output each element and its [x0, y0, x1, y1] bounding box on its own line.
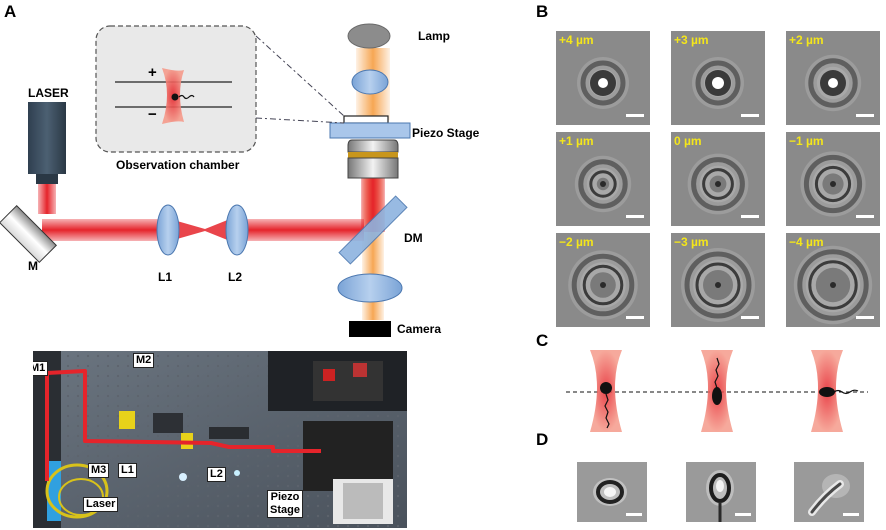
- bacterium-diffraction-pattern: [568, 250, 638, 320]
- focus-image-tile: −4 µm: [786, 233, 880, 327]
- photo-label-l1: L1: [118, 463, 137, 478]
- bacterium-diffraction-pattern: [692, 57, 744, 109]
- lens-l1-label: L1: [158, 270, 173, 284]
- lens-l1: [156, 204, 180, 256]
- bacterium-1-graphic: [593, 478, 627, 506]
- tube-lens: [337, 273, 403, 303]
- observation-chamber-label: Observation chamber: [116, 158, 240, 172]
- piezo-stage-block: [329, 122, 411, 139]
- plus-electrode-label: +: [148, 64, 157, 81]
- sample-slide: [343, 115, 389, 124]
- scale-bar: [741, 114, 759, 117]
- scale-bar: [741, 215, 759, 218]
- panel-letter-d: D: [536, 430, 549, 449]
- bacterium-3-graphic: [808, 474, 850, 516]
- mirror-m: [0, 205, 57, 263]
- bacterium-image-2: [686, 462, 756, 522]
- trapped-bacterium: [171, 93, 179, 101]
- laser-aperture: [36, 174, 58, 184]
- lens-l2: [225, 204, 249, 256]
- focus-image-tile: +3 µm: [671, 31, 765, 125]
- laser-beam-segment-1: [42, 219, 160, 241]
- inset-leader-upper: [255, 35, 345, 117]
- bacterium-diffraction-pattern: [804, 54, 862, 112]
- camera: [349, 321, 391, 337]
- scale-bar-d2: [735, 513, 751, 516]
- bacterium-diffraction-pattern: [574, 155, 632, 213]
- focus-image-tile: +2 µm: [786, 31, 880, 125]
- inset-leader-lower: [255, 117, 345, 124]
- bacterium-2-graphic: [706, 470, 734, 522]
- beam-focus-right: [205, 219, 230, 241]
- focus-image-tile: −1 µm: [786, 132, 880, 226]
- flagellum: [178, 94, 195, 100]
- focus-offset-label: +1 µm: [559, 134, 594, 148]
- panel-letter-b: B: [536, 2, 549, 21]
- focus-offset-label: −2 µm: [559, 235, 594, 249]
- photo-label-m2: M2: [133, 353, 155, 368]
- objective-top: [347, 139, 399, 153]
- panel-letter-a: A: [4, 2, 17, 21]
- focus-offset-label: 0 µm: [674, 134, 702, 148]
- photo-label-m1: M1: [33, 361, 49, 376]
- photo-label-laser: Laser: [83, 497, 119, 512]
- focus-image-tile: 0 µm: [671, 132, 765, 226]
- scale-bar: [626, 114, 644, 117]
- trap-configuration-3: [811, 350, 859, 432]
- trap-configuration-1: [590, 350, 622, 432]
- piezo-stage-label: Piezo Stage: [412, 126, 480, 140]
- camera-label: Camera: [397, 322, 442, 336]
- minus-electrode-label: −: [148, 106, 157, 123]
- lamp: [347, 23, 391, 49]
- focus-image-tile: +1 µm: [556, 132, 650, 226]
- laser-label: LASER: [28, 86, 69, 100]
- focus-offset-label: +4 µm: [559, 33, 594, 47]
- photo-label-piezo-stage: Piezo Stage: [267, 490, 303, 518]
- dichroic-mirror-label: DM: [404, 231, 423, 245]
- condenser-lens: [351, 69, 389, 95]
- lamp-label: Lamp: [418, 29, 451, 43]
- scale-bar: [626, 316, 644, 319]
- focus-offset-label: +3 µm: [674, 33, 709, 47]
- photo-label-l2: L2: [207, 467, 226, 482]
- scale-bar: [626, 215, 644, 218]
- laser-beam-segment-2: [240, 219, 364, 241]
- objective-band: [348, 152, 398, 158]
- scale-bar-d1: [626, 513, 642, 516]
- objective-body: [347, 157, 399, 179]
- bacterium-diffraction-pattern: [577, 57, 629, 109]
- scale-bar: [856, 215, 874, 218]
- bacterium-image-1: [577, 462, 647, 522]
- lens-l2-label: L2: [228, 270, 243, 284]
- focus-image-tile: +4 µm: [556, 31, 650, 125]
- focus-image-tile: −2 µm: [556, 233, 650, 327]
- photo-label-m3: M3: [88, 463, 110, 478]
- bacterium-image-3: [794, 462, 864, 522]
- focus-image-tile: −3 µm: [671, 233, 765, 327]
- scale-bar: [856, 316, 874, 319]
- bacterium-diffraction-pattern: [681, 248, 755, 322]
- focus-offset-label: −1 µm: [789, 134, 824, 148]
- setup-photograph: M1 M2 M3 L1 L2 Laser Piezo Stage: [33, 351, 407, 528]
- scale-bar: [741, 316, 759, 319]
- bacterium-diffraction-pattern: [793, 245, 873, 325]
- scale-bar: [856, 114, 874, 117]
- focus-offset-label: −3 µm: [674, 235, 709, 249]
- mirror-m-label: M: [28, 259, 38, 273]
- focus-offset-label: −4 µm: [789, 235, 824, 249]
- photo-label-piezo: Piezo: [270, 491, 300, 503]
- bacterium-diffraction-pattern: [800, 151, 866, 217]
- laser-beam-vertical: [38, 184, 56, 214]
- scale-bar-d3: [843, 513, 859, 516]
- focus-offset-label: +2 µm: [789, 33, 824, 47]
- trap-configuration-2: [701, 350, 733, 432]
- dichroic-mirror: [338, 195, 408, 265]
- laser-body: [28, 102, 66, 174]
- bacterium-diffraction-pattern: [687, 153, 749, 215]
- setup-photo-graphic: [33, 351, 407, 528]
- photo-label-stage: Stage: [270, 504, 300, 516]
- panel-letter-c: C: [536, 331, 549, 350]
